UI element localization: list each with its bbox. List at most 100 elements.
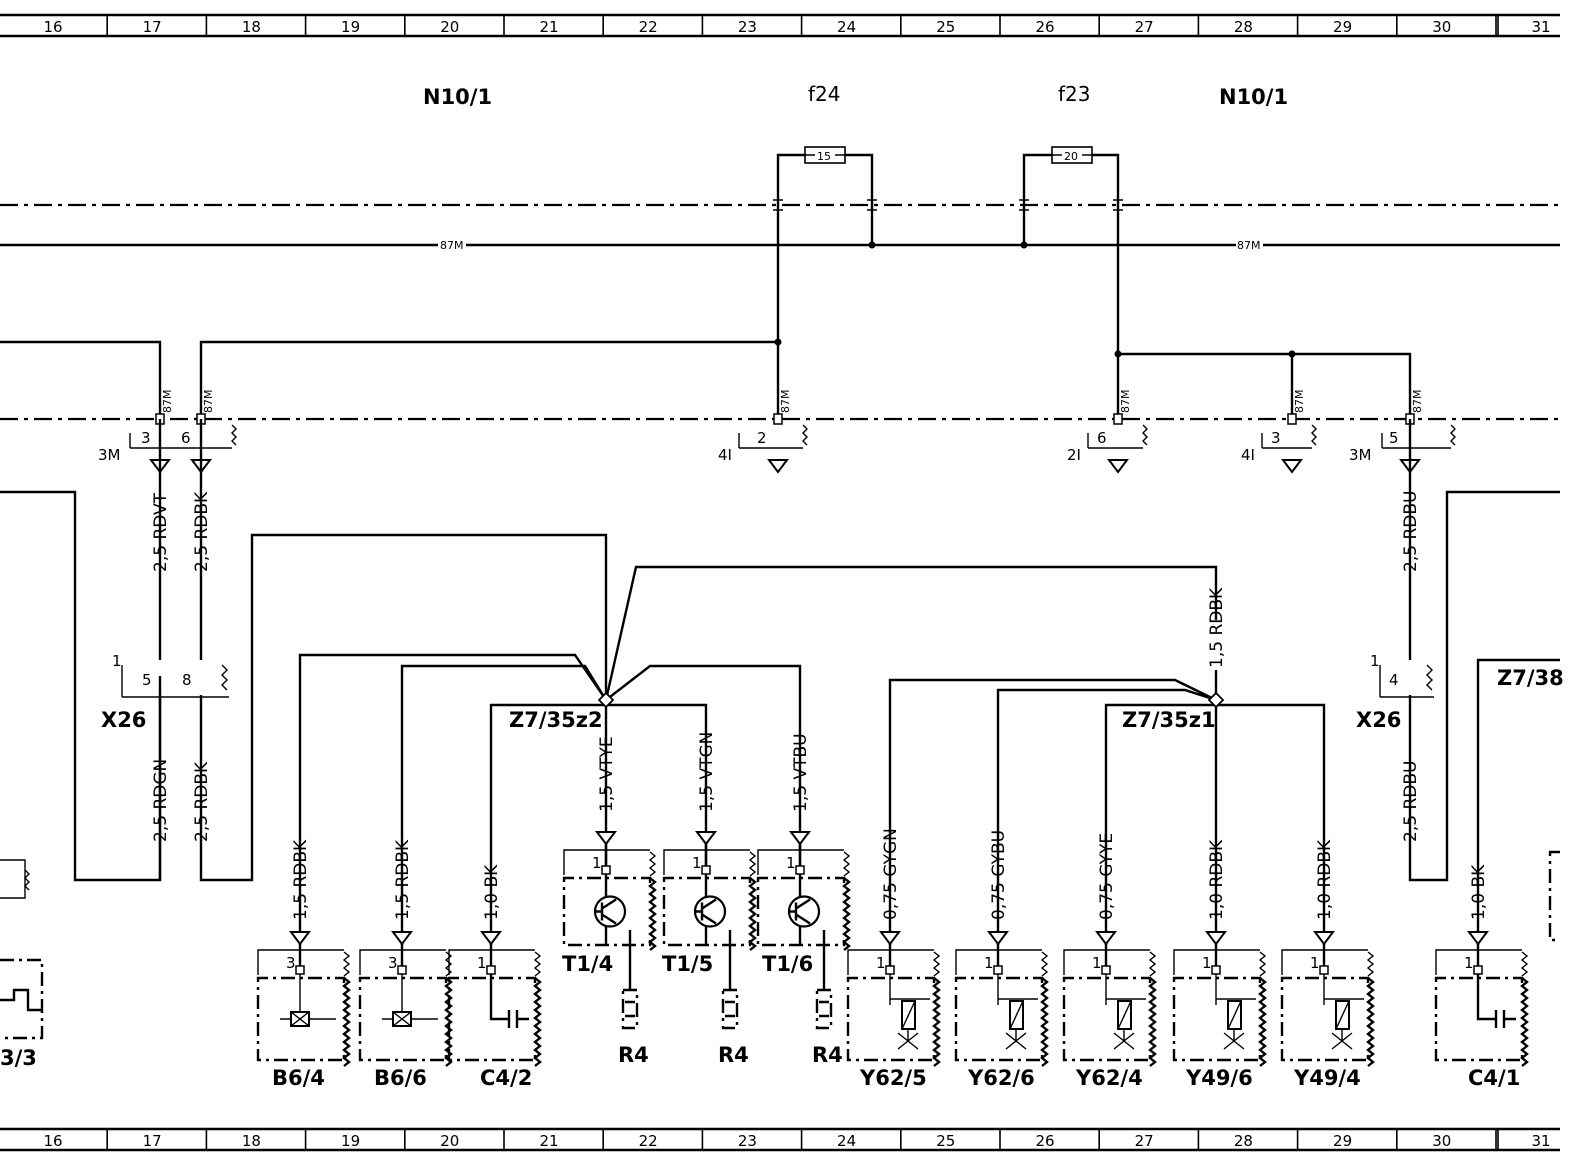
ruler-bottom-col-28: 28 (1234, 1132, 1253, 1150)
svg-text:2: 2 (757, 429, 767, 447)
ruler-bottom-col-19: 19 (341, 1132, 360, 1150)
svg-text:Z7/38: Z7/38 (1497, 666, 1564, 690)
svg-text:6: 6 (1097, 429, 1107, 447)
component-label-y496: Y49/6 (1185, 1066, 1253, 1090)
ruler-top-col-26: 26 (1035, 18, 1054, 36)
svg-text:Z7/35z2: Z7/35z2 (509, 708, 603, 732)
module-label-left: N10/1 (423, 85, 492, 109)
svg-text:5: 5 (1389, 429, 1399, 447)
svg-text:4I: 4I (1241, 446, 1255, 464)
svg-text:1: 1 (876, 954, 886, 972)
circuit-label-87m-left: 87M (440, 239, 464, 252)
module-label-right: N10/1 (1219, 85, 1288, 109)
component-label-b66: B6/6 (374, 1066, 427, 1090)
component-t16: 1R4 T1/6 (756, 831, 851, 1067)
fuse-label-f23: f23 (1058, 82, 1091, 106)
svg-text:3M: 3M (98, 446, 121, 464)
ruler-top-col-24: 24 (837, 18, 856, 36)
ruler-bottom-col-24: 24 (837, 1132, 856, 1150)
component-c42: 1C4/2 (447, 931, 542, 1090)
svg-text:6: 6 (181, 429, 191, 447)
component-label-t16: T1/6 (762, 952, 813, 976)
component-label-r4: R4 (718, 1043, 749, 1067)
ruler-top-col-25: 25 (936, 18, 955, 36)
svg-text:2I: 2I (1067, 446, 1081, 464)
svg-text:4I: 4I (718, 446, 732, 464)
terminal-circuit-label: 87M (1411, 390, 1424, 414)
component-label-y626: Y62/6 (967, 1066, 1035, 1090)
ruler-top-col-21: 21 (539, 18, 558, 36)
ruler-top-col-31: 31 (1531, 18, 1550, 36)
ruler-top-col-27: 27 (1135, 18, 1154, 36)
wire-label-w_rdvt: 2,5 RDVT (151, 492, 171, 572)
ruler-top-col-28: 28 (1234, 18, 1253, 36)
ruler-bottom-col-18: 18 (242, 1132, 261, 1150)
ruler-bottom-col-20: 20 (440, 1132, 459, 1150)
svg-text:1: 1 (477, 954, 487, 972)
svg-text:3M: 3M (1349, 446, 1372, 464)
svg-text:Z7/35z1: Z7/35z1 (1122, 708, 1216, 732)
x26-label-left: X26 (101, 708, 146, 732)
wire-label-w_rdbk_low: 2,5 RDBK (192, 761, 212, 842)
svg-text:1: 1 (112, 652, 122, 670)
fuse-f23: 20 (1051, 146, 1093, 164)
component-label-y625: Y62/5 (859, 1066, 927, 1090)
wire-label-w_rdbk_up: 2,5 RDBK (192, 491, 212, 572)
connector-x26-left: 1 5 8 X26 (101, 652, 229, 732)
connector-4i-a: 4I 2 (718, 424, 808, 464)
fuse-label-f24: f24 (808, 82, 841, 106)
fuse-f24: 15 (804, 146, 846, 164)
svg-text:8: 8 (182, 671, 192, 689)
terminal-circuit-label: 87M (161, 390, 174, 414)
ruler-top-col-16: 16 (43, 18, 62, 36)
ruler-top-col-17: 17 (143, 18, 162, 36)
ruler-top-col-30: 30 (1432, 18, 1451, 36)
ruler-bottom-col-23: 23 (738, 1132, 757, 1150)
component-c41: 1C4/1 (1434, 931, 1529, 1090)
svg-text:5: 5 (142, 671, 152, 689)
svg-text:3: 3 (1271, 429, 1281, 447)
component-b64: 3B6/4 (256, 931, 351, 1090)
terminal-circuit-label: 87M (1119, 390, 1132, 414)
wire-label-w_z1_in: 1,5 RDBK (1207, 587, 1227, 668)
ruler-top-col-18: 18 (242, 18, 261, 36)
wire-label-w_rdbu_low: 2,5 RDBU (1401, 761, 1421, 842)
terminal-circuit-label: 87M (779, 390, 792, 414)
svg-text:3: 3 (141, 429, 151, 447)
ruler-top-col-22: 22 (639, 18, 658, 36)
svg-text:3/3: 3/3 (0, 1046, 37, 1070)
ruler-bottom-col-30: 30 (1432, 1132, 1451, 1150)
svg-text:1: 1 (1310, 954, 1320, 972)
ruler-bottom-col-27: 27 (1135, 1132, 1154, 1150)
component-label-y624: Y62/4 (1075, 1066, 1143, 1090)
ruler-bottom-col-21: 21 (539, 1132, 558, 1150)
svg-text:1: 1 (592, 854, 602, 872)
splice-z7-38: Z7/38 (1476, 658, 1564, 945)
connector-2i: 2I 6 (1067, 424, 1148, 464)
component-label-c42: C4/2 (480, 1066, 532, 1090)
ruler-top-col-19: 19 (341, 18, 360, 36)
ruler-bottom-col-26: 26 (1035, 1132, 1054, 1150)
component-b66: 3B6/6 (358, 931, 453, 1090)
svg-text:3: 3 (388, 954, 398, 972)
ruler-bottom-col-29: 29 (1333, 1132, 1352, 1150)
svg-text:1: 1 (786, 854, 796, 872)
svg-text:1: 1 (692, 854, 702, 872)
ruler-top-col-20: 20 (440, 18, 459, 36)
component-left-partial: 3/3 (0, 859, 44, 1070)
svg-text:1: 1 (1202, 954, 1212, 972)
component-label-t14: T1/4 (562, 952, 613, 976)
ruler-top-col-29: 29 (1333, 18, 1352, 36)
svg-text:3: 3 (286, 954, 296, 972)
component-label-r4: R4 (812, 1043, 843, 1067)
component-label-b64: B6/4 (272, 1066, 325, 1090)
fuse-rating-f23: 20 (1064, 150, 1078, 163)
